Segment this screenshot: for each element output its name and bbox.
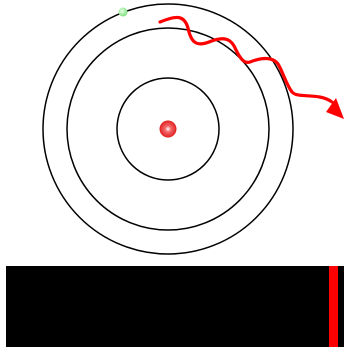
spectral-line [329,266,338,347]
atom [43,4,293,254]
electron [119,8,128,17]
nucleus [160,121,177,138]
spectrum-band [6,266,344,347]
emitted-photon [160,17,344,119]
emission-spectrum [6,266,344,347]
